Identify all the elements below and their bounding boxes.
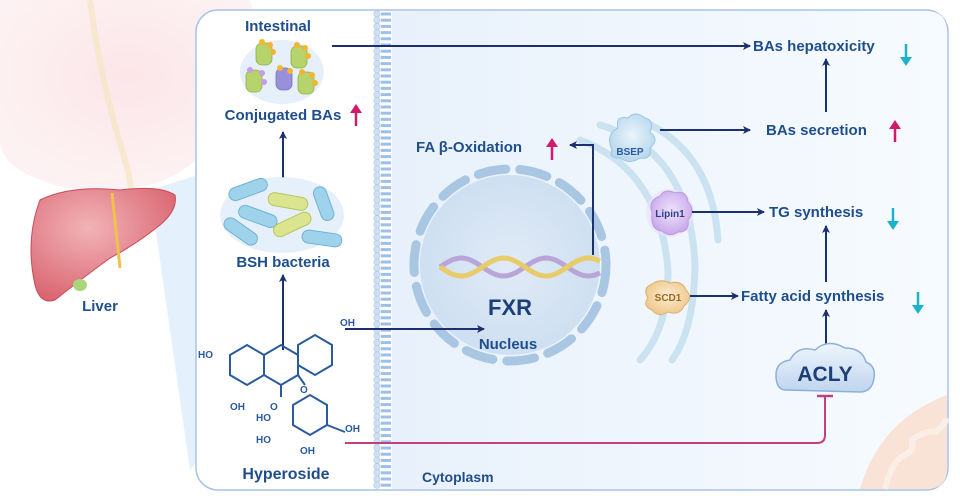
bas-hepatotoxicity-down-icon — [900, 44, 912, 66]
bsh-bacteria-label: BSH bacteria — [236, 254, 330, 271]
fatty-acid-synthesis-down-icon — [912, 292, 924, 314]
bsh-bacteria-illustration — [220, 177, 344, 253]
bas-secretion-up-icon — [889, 120, 901, 142]
scd1-label: SCD1 — [655, 293, 682, 304]
intestinal-label: Intestinal — [245, 18, 311, 35]
svg-text:HO: HO — [256, 413, 271, 424]
nucleus-label: Nucleus — [479, 336, 537, 353]
lipin1-protein — [646, 189, 694, 237]
bas-secretion-label: BAs secretion — [766, 122, 867, 139]
tg-synthesis-down-icon — [887, 208, 899, 230]
hyperoside-label: Hyperoside — [242, 466, 329, 483]
svg-text:HO: HO — [198, 350, 213, 361]
tg-synthesis-label: TG synthesis — [769, 204, 863, 221]
svg-text:HO: HO — [256, 435, 271, 446]
svg-text:OH: OH — [230, 402, 245, 413]
arrow-fxr-to-fa-oxidation — [569, 141, 594, 255]
svg-text:OH: OH — [340, 318, 355, 329]
hyperoside-structure — [229, 333, 346, 437]
hyperoside-groups: OH OH HO O O OH O HO O OH HO OH — [198, 318, 360, 457]
bas-hepatotoxicity-label: BAs hepatoxicity — [753, 38, 875, 55]
inhibition-hyperoside-to-acly — [345, 397, 826, 444]
conjugated-bas-up-icon — [350, 104, 362, 126]
fa-oxidation-up-icon — [546, 138, 558, 160]
fxr-label: FXR — [488, 295, 532, 320]
svg-text:O: O — [300, 385, 308, 396]
fxr-dna-helix — [438, 255, 602, 279]
liver-illustration — [30, 187, 176, 302]
conjugated-bile-acids-illustration — [240, 39, 324, 104]
bsep-protein — [609, 113, 656, 162]
fa-oxidation-label: FA β-Oxidation — [416, 139, 522, 156]
mitochondrion — [860, 395, 950, 490]
nucleus — [409, 164, 611, 366]
acly-label: ACLY — [797, 363, 852, 386]
bsep-label: BSEP — [616, 147, 644, 158]
cytoplasm-label: Cytoplasm — [422, 469, 494, 485]
svg-text:OH: OH — [300, 446, 315, 457]
lipin1-label: Lipin1 — [655, 209, 685, 220]
cell-membrane — [373, 10, 391, 489]
svg-text:O: O — [270, 402, 278, 413]
liver-label: Liver — [82, 298, 118, 315]
acly-protein — [775, 342, 876, 393]
scd1-protein — [645, 280, 690, 316]
svg-text:OH: OH — [345, 424, 360, 435]
zoom-cone — [150, 175, 198, 470]
fatty-acid-synthesis-label: Fatty acid synthesis — [741, 288, 884, 305]
conjugated-bas-label: Conjugated BAs — [225, 107, 342, 124]
